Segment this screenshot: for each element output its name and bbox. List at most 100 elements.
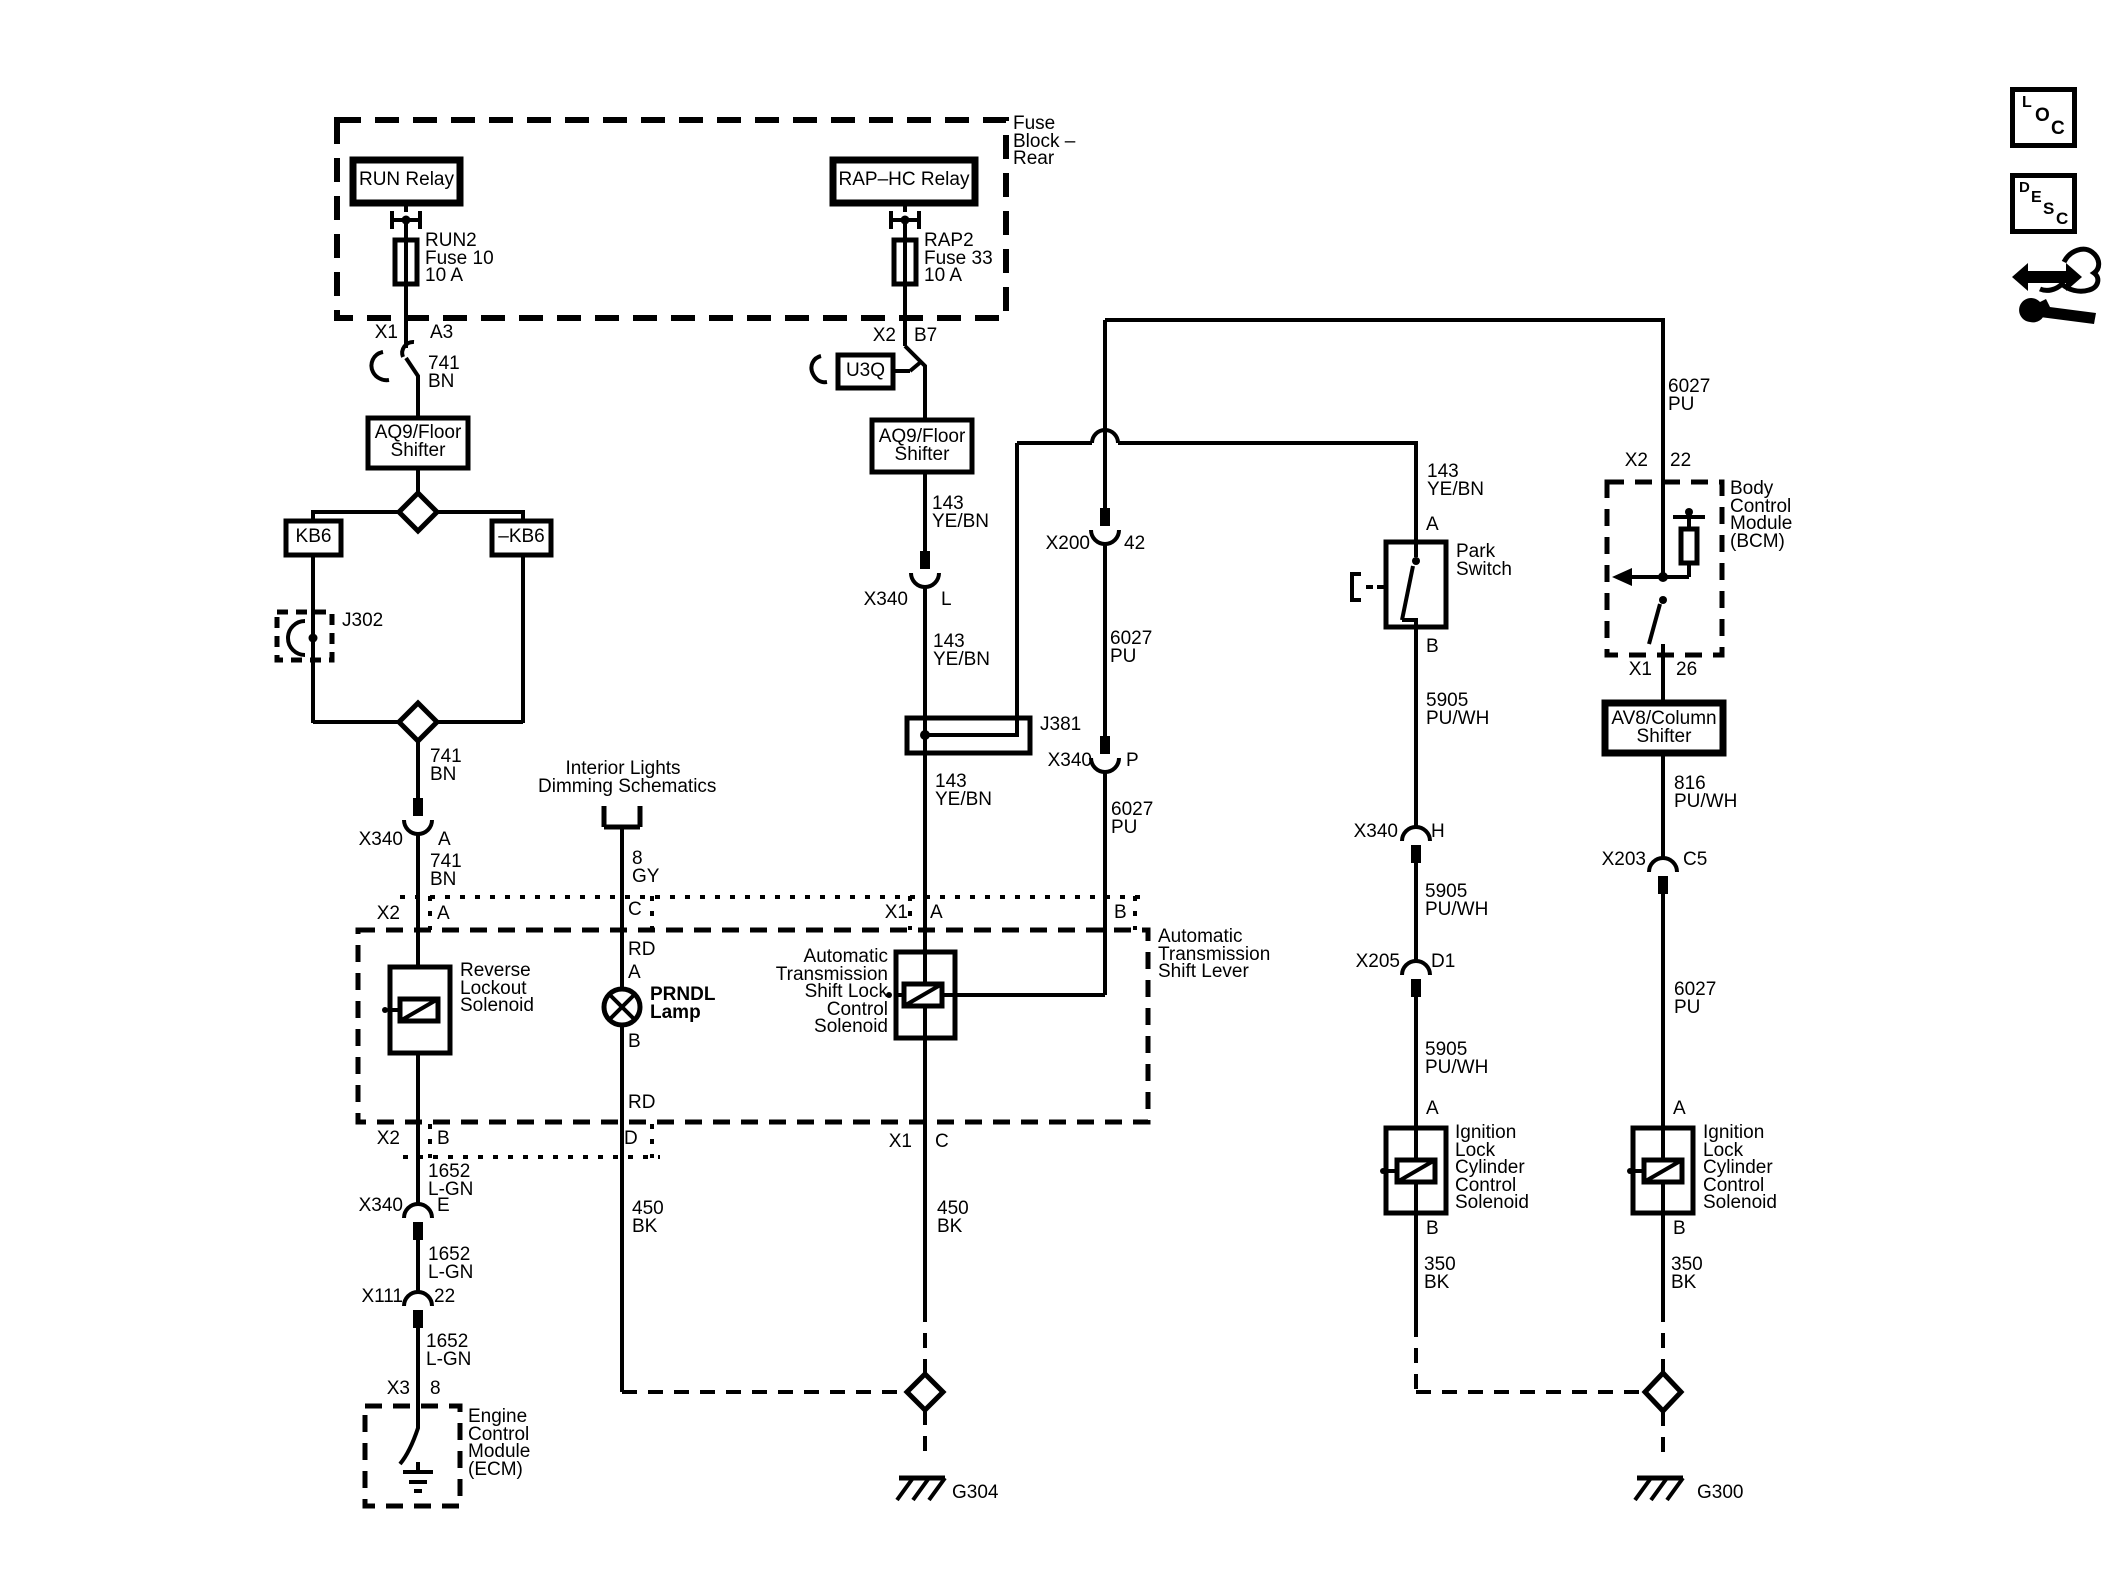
atsl-x1-c-name: X1 xyxy=(888,1131,912,1152)
kb6-label: KB6 xyxy=(295,526,332,547)
park-switch-symbol xyxy=(1350,539,1449,630)
j302-splice-outline xyxy=(274,609,335,663)
wire-5905-1: 5905 PU/WH xyxy=(1426,690,1490,729)
wire-6027-3: 6027 PU xyxy=(1668,376,1711,415)
wire-741-bn-2: 741 BN xyxy=(430,746,462,785)
x205-connector xyxy=(1400,959,1432,997)
x2-a-name: X2 xyxy=(376,903,400,924)
x340-p-name: X340 xyxy=(1047,750,1092,771)
fuse-block-label: Fuse Block – Rear xyxy=(1013,113,1076,169)
x1-a3-pin: A3 xyxy=(430,322,454,343)
aq9-shifter-box-2 xyxy=(869,417,975,475)
x200-name: X200 xyxy=(1045,533,1090,554)
lamp-pin-b: B xyxy=(628,1031,641,1052)
lamp-pin-a: A xyxy=(628,962,641,983)
x340-l-pin: L xyxy=(941,589,952,610)
prndl-lamp-label: PRNDL Lamp xyxy=(650,984,716,1023)
atsl-x1-c-pin: C xyxy=(935,1131,949,1152)
kb6-box xyxy=(283,518,344,558)
g304-label: G304 xyxy=(952,1482,999,1503)
wire-143-4: 143 YE/BN xyxy=(1427,461,1485,500)
run-fuse-symbol xyxy=(392,237,420,287)
fuse-block-outline xyxy=(334,117,1009,321)
x340-a-connector xyxy=(402,798,434,836)
rap-hc-relay-box xyxy=(829,156,979,207)
interior-lights-bracket xyxy=(601,806,643,830)
u3q-box xyxy=(835,352,896,391)
j381-splice-box xyxy=(904,715,1033,756)
x340-p-connector xyxy=(1089,736,1121,774)
shortcut-arrows-wrench-icon[interactable] xyxy=(2012,246,2102,324)
atsl-x1-a-name: X1 xyxy=(884,902,908,923)
x340-l-name: X340 xyxy=(863,589,908,610)
ign-right-label: Ignition Lock Cylinder Control Solenoid xyxy=(1703,1122,1777,1213)
atsl-solenoid-label: Automatic Transmission Shift Lock Contro… xyxy=(775,946,888,1037)
bcm-x2-pin: 22 xyxy=(1670,450,1692,471)
loc-letter-l: L xyxy=(2022,94,2032,111)
wire-143-2: 143 YE/BN xyxy=(933,631,991,670)
x2-b-pin: B xyxy=(437,1128,450,1149)
u3q-label: U3Q xyxy=(845,360,886,381)
rap-fuse-symbol xyxy=(891,237,919,287)
lamp-rd-bottom: RD xyxy=(628,1092,656,1113)
wire-350-left: 350 BK xyxy=(1424,1254,1456,1293)
loc-letter-c: C xyxy=(2051,118,2065,139)
x340-h-connector xyxy=(1400,825,1432,863)
x203-name: X203 xyxy=(1601,849,1646,870)
park-pin-a: A xyxy=(1426,514,1439,535)
x205-pin: D1 xyxy=(1431,951,1456,972)
wire-1652-1: 1652 L-GN xyxy=(428,1161,474,1200)
ign-left-pin-a: A xyxy=(1426,1098,1439,1119)
x205-name: X205 xyxy=(1355,951,1400,972)
x203-pin: C5 xyxy=(1683,849,1708,870)
bcm-x2-name: X2 xyxy=(1624,450,1648,471)
wire-6027-1: 6027 PU xyxy=(1110,628,1153,667)
park-pin-b: B xyxy=(1426,636,1439,657)
bcm-x1-pin: 26 xyxy=(1676,659,1698,680)
x203-connector xyxy=(1647,856,1679,894)
x2-b7-name: X2 xyxy=(872,325,896,346)
lamp-rd-top: RD xyxy=(628,939,656,960)
prndl-lamp-symbol xyxy=(601,986,643,1028)
park-switch-label: Park Switch xyxy=(1456,541,1512,580)
x2-b7-pin: B7 xyxy=(914,325,938,346)
run-fuse-label: RUN2 Fuse 10 10 A xyxy=(425,230,494,286)
loc-button[interactable]: L O C xyxy=(2010,87,2077,148)
av8-shifter-box xyxy=(1601,699,1727,757)
av8-shifter-label: AV8/Column Shifter xyxy=(1611,708,1717,747)
bcm-internals xyxy=(1612,482,1705,645)
run-relay-box xyxy=(349,156,464,207)
j302-splice xyxy=(286,619,318,657)
x3-pin: 8 xyxy=(430,1378,441,1399)
desc-letter-e: E xyxy=(2031,189,2042,206)
aq9-shifter-label-2: AQ9/Floor Shifter xyxy=(878,426,966,465)
wire-6027-4: 6027 PU xyxy=(1674,979,1717,1018)
ign-left-pin-b: B xyxy=(1426,1218,1439,1239)
x2-b-name: X2 xyxy=(376,1128,400,1149)
bcm-x1-name: X1 xyxy=(1628,659,1652,680)
ecm-label: Engine Control Module (ECM) xyxy=(468,1406,531,1480)
rap-relay-label: RAP–HC Relay xyxy=(838,169,970,190)
loc-letter-o: O xyxy=(2035,105,2050,126)
x340-l-connector xyxy=(909,551,941,589)
desc-button[interactable]: D E S C xyxy=(2010,173,2077,234)
x340-a-name: X340 xyxy=(358,829,403,850)
wire-8-gy: 8 GY xyxy=(632,848,660,887)
ecm-outline xyxy=(362,1403,463,1509)
lamp-pin-d: D xyxy=(624,1128,638,1149)
middle-circuit-wires xyxy=(620,203,1665,1392)
j302-label: J302 xyxy=(342,610,384,631)
x1-a3-name: X1 xyxy=(374,322,398,343)
atsl-pin-b: B xyxy=(1114,902,1127,923)
reverse-lockout-label: Reverse Lockout Solenoid xyxy=(460,960,534,1016)
ign-right-pin-b: B xyxy=(1673,1218,1686,1239)
x340-h-pin: H xyxy=(1431,821,1445,842)
diamond-splice-top xyxy=(395,489,441,535)
x340-a-pin: A xyxy=(438,829,451,850)
wire-143-1: 143 YE/BN xyxy=(932,493,990,532)
run-relay-label: RUN Relay xyxy=(358,169,455,190)
wire-450-bk-atsl: 450 BK xyxy=(937,1198,969,1237)
g300-label: G300 xyxy=(1697,1482,1744,1503)
